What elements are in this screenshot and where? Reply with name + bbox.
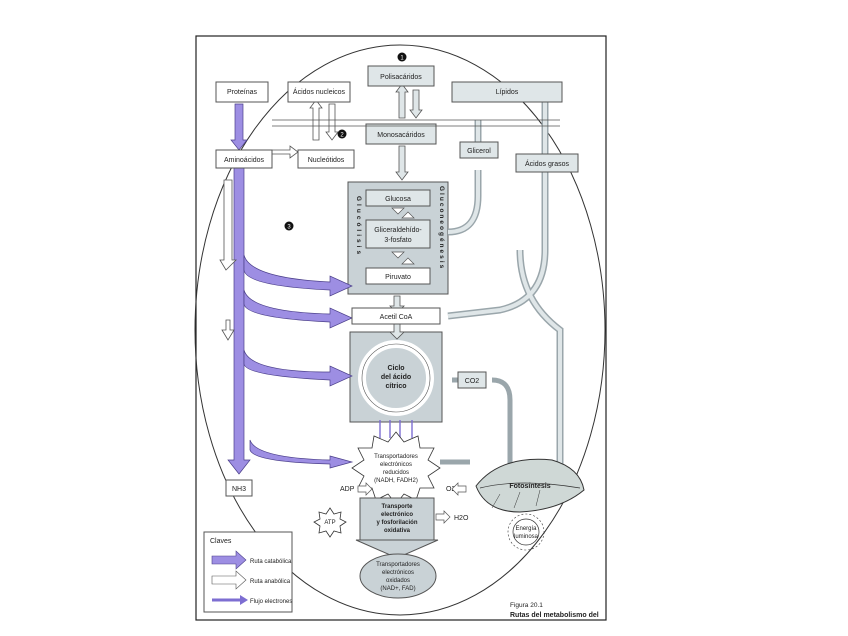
label-glucolisis: Glucólisis [355, 196, 362, 257]
svg-text:Ácidos nucleicos: Ácidos nucleicos [293, 87, 346, 96]
svg-text:Flujo electrones: Flujo electrones [250, 599, 292, 605]
oxidized-carriers: Transportadores electrónicos oxidados (N… [359, 553, 437, 599]
svg-text:Acetil CoA: Acetil CoA [380, 314, 413, 321]
svg-text:NH3: NH3 [232, 486, 246, 493]
label-o2: O2 [446, 486, 455, 493]
marker-3: 3 [284, 221, 294, 231]
box-gliceraldehido: Gliceraldehído- 3-fosfato [365, 219, 431, 249]
svg-text:del ácido: del ácido [381, 374, 411, 381]
svg-text:oxidados: oxidados [386, 578, 410, 584]
atp-burst: ATP [313, 507, 347, 538]
svg-text:ATP: ATP [324, 520, 335, 526]
svg-text:electrónico: electrónico [381, 512, 413, 518]
svg-text:y fosforilación: y fosforilación [376, 520, 417, 526]
box-acidos-nucleicos: Ácidos nucleicos [287, 81, 351, 103]
svg-text:1: 1 [400, 56, 404, 62]
box-proteinas: Proteínas [215, 81, 269, 103]
label-gluconeogenesis: Gluconeogénesis [438, 186, 445, 270]
svg-text:Ruta anabólica: Ruta anabólica [250, 579, 291, 585]
box-aminoacidos: Aminoácidos [215, 149, 273, 169]
box-monosacaridos: Monosacáridos [365, 123, 437, 145]
svg-text:luminosa: luminosa [514, 534, 539, 540]
svg-text:Glicerol: Glicerol [467, 148, 491, 155]
label-adp: ADP [340, 486, 355, 493]
box-glicerol: Glicerol [459, 141, 499, 159]
svg-text:Glucosa: Glucosa [385, 196, 411, 203]
svg-text:electrónicos: electrónicos [380, 462, 412, 468]
adp-o2-arrows [357, 482, 467, 496]
cell-outline [194, 44, 606, 616]
svg-text:reducidos: reducidos [383, 470, 409, 476]
oxidative-phosphorylation: Transporte electrónico y fosforilación o… [355, 497, 439, 559]
svg-text:(NADH, FADH2): (NADH, FADH2) [374, 478, 418, 484]
figure-title: Rutas del metabolismo del [510, 612, 599, 619]
box-nucleotidos: Nucleótidos [297, 149, 355, 169]
svg-text:Ciclo: Ciclo [387, 365, 404, 372]
electron-flow-arrows [379, 420, 413, 438]
box-nh3: NH3 [225, 479, 253, 497]
legend: Claves Ruta catabólica Ruta anabólica Fl… [203, 531, 293, 613]
glycolysis-steps [391, 207, 415, 265]
figure-number: Figura 20.1 [510, 602, 543, 609]
marker-1: 1 [397, 52, 407, 62]
svg-text:Polisacáridos: Polisacáridos [380, 74, 422, 81]
svg-text:electrónicos: electrónicos [382, 570, 414, 576]
svg-text:Lípidos: Lípidos [496, 89, 519, 96]
anabolic-arrows [219, 99, 339, 341]
svg-text:cítrico: cítrico [385, 383, 406, 390]
svg-text:Claves: Claves [210, 538, 232, 545]
svg-text:(NAD+, FAD): (NAD+, FAD) [380, 586, 415, 592]
light-energy-sun: Energía luminosa [507, 513, 545, 551]
box-lipidos: Lípidos [451, 81, 563, 103]
box-glucosa: Glucosa [365, 189, 431, 207]
svg-text:Fotosíntesis: Fotosíntesis [509, 483, 550, 490]
marker-2: 2 [337, 129, 347, 139]
svg-text:3-fosfato: 3-fosfato [384, 237, 411, 244]
svg-text:Proteínas: Proteínas [227, 89, 257, 96]
box-acidos-grasos: Ácidos grasos [515, 153, 579, 173]
svg-text:Transporte: Transporte [381, 504, 413, 510]
svg-text:3: 3 [287, 225, 291, 231]
svg-text:Nucleótidos: Nucleótidos [308, 157, 345, 164]
svg-text:H2O: H2O [454, 515, 469, 522]
svg-text:oxidativa: oxidativa [384, 528, 411, 534]
svg-text:Gliceraldehído-: Gliceraldehído- [374, 227, 422, 234]
box-acetil-coa: Acetil CoA [351, 307, 441, 325]
photosynthesis-leaf: Fotosíntesis [475, 458, 585, 513]
svg-text:Transportadores: Transportadores [376, 562, 420, 568]
svg-text:Ácidos grasos: Ácidos grasos [525, 159, 569, 168]
svg-text:Transportadores: Transportadores [374, 454, 418, 460]
svg-text:Piruvato: Piruvato [385, 274, 411, 281]
h2o-label: H2O [435, 510, 469, 524]
membrane-lines [272, 119, 560, 127]
svg-text:2: 2 [340, 133, 344, 139]
svg-text:CO2: CO2 [465, 378, 480, 385]
svg-text:Ruta catabólica: Ruta catabólica [250, 559, 292, 565]
box-co2: CO2 [457, 371, 487, 389]
svg-text:Aminoácidos: Aminoácidos [224, 157, 265, 164]
svg-text:Energía: Energía [515, 526, 537, 532]
svg-text:Monosacáridos: Monosacáridos [377, 132, 425, 139]
lipid-pathways-inner [447, 100, 562, 470]
catabolic-arrows [227, 103, 354, 475]
citric-acid-cycle: Ciclo del ácido cítrico [358, 340, 434, 416]
box-piruvato: Piruvato [365, 267, 431, 285]
box-polisacaridos: Polisacáridos [367, 65, 435, 87]
